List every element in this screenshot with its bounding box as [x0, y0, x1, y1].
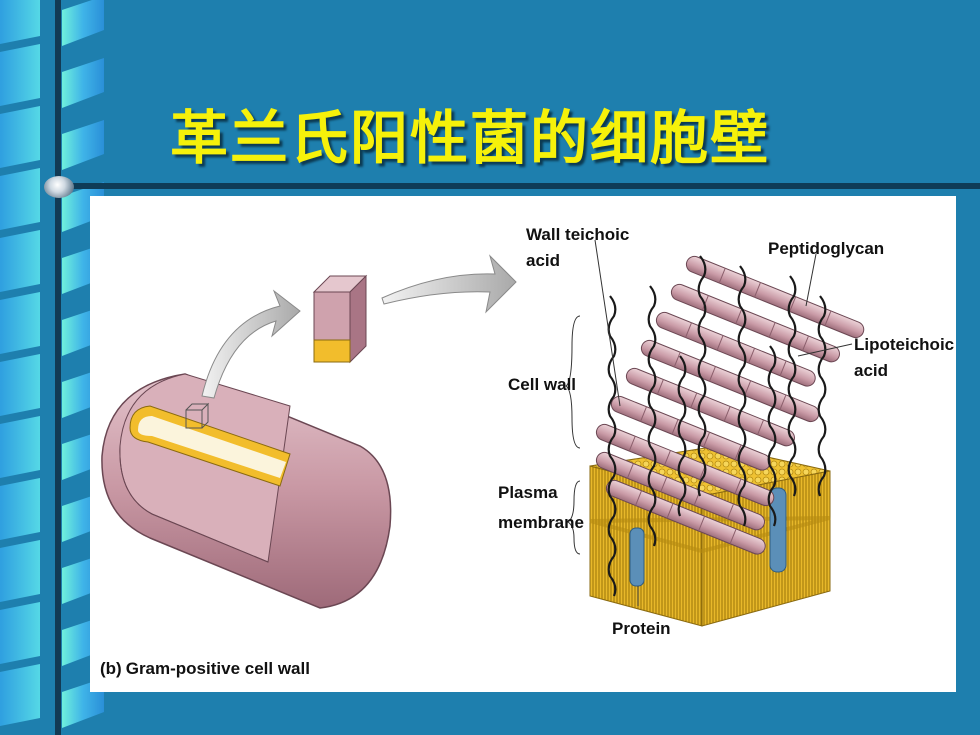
- label-protein: Protein: [612, 619, 671, 638]
- zoom-arrow-1: [201, 289, 301, 399]
- teichoic-strand: [607, 295, 617, 597]
- ribbon-segment: [0, 168, 40, 230]
- caption-letter: (b): [100, 659, 122, 678]
- peptidoglycan-rod: [670, 283, 840, 363]
- ribbon-segment: [0, 664, 40, 726]
- peptidoglycan-rod: [605, 479, 766, 555]
- label-plasma: Plasma: [498, 483, 558, 502]
- ribbon-segment: [62, 120, 104, 170]
- teichoic-strand: [787, 275, 797, 497]
- zoom-arrow-2: [381, 254, 517, 314]
- label-cell-wall: Cell wall: [508, 375, 576, 394]
- bacterium-illustration: [101, 373, 392, 609]
- label-membrane: membrane: [498, 513, 584, 532]
- label-lipoteichoic: Lipoteichoic: [854, 335, 954, 354]
- leader-lines: [565, 239, 853, 606]
- protein-2: [769, 487, 787, 573]
- teichoic-acid-strands: [607, 255, 827, 597]
- label-wall-teichoic: Wall teichoic: [526, 225, 629, 244]
- ribbon-segment: [0, 230, 40, 292]
- teichoic-strand: [647, 285, 657, 547]
- ribbon-segment: [62, 58, 104, 108]
- title-divider: [58, 183, 980, 189]
- protein-1: [629, 527, 645, 587]
- ribbon-segment: [0, 292, 40, 354]
- teichoic-strand: [817, 295, 827, 497]
- ribbon-segment: [0, 354, 40, 416]
- label-wall-teichoic-2: acid: [526, 251, 560, 270]
- ribbon-segment: [0, 44, 40, 106]
- wall-section-cube: [312, 274, 368, 364]
- ribbon-segment: [0, 602, 40, 664]
- gram-positive-diagram: Wall teichoic acid Peptidoglycan Lipotei…: [100, 225, 954, 678]
- figure-caption: (b)Gram-positive cell wall: [100, 659, 310, 678]
- ribbon-segment: [0, 478, 40, 540]
- teichoic-strand: [767, 345, 777, 527]
- ribbon-segment: [0, 416, 40, 478]
- teichoic-strand: [697, 255, 707, 497]
- figure-panel: Wall teichoic acid Peptidoglycan Lipotei…: [90, 196, 956, 692]
- label-lipoteichoic-2: acid: [854, 361, 888, 380]
- ribbon-segment: [62, 0, 104, 46]
- slide-title: 革兰氏阳性菌的细胞壁: [170, 104, 771, 172]
- teichoic-strand: [677, 355, 687, 517]
- ribbon-segment: [0, 540, 40, 602]
- peptidoglycan-rod: [595, 423, 775, 507]
- ribbon-segment: [0, 0, 40, 44]
- teichoic-strand: [737, 265, 747, 527]
- label-peptidoglycan: Peptidoglycan: [768, 239, 884, 258]
- ribbon-segment: [0, 106, 40, 168]
- caption-text: Gram-positive cell wall: [126, 659, 310, 678]
- peptidoglycan-rod: [685, 255, 865, 339]
- divider-bulb: [44, 176, 74, 198]
